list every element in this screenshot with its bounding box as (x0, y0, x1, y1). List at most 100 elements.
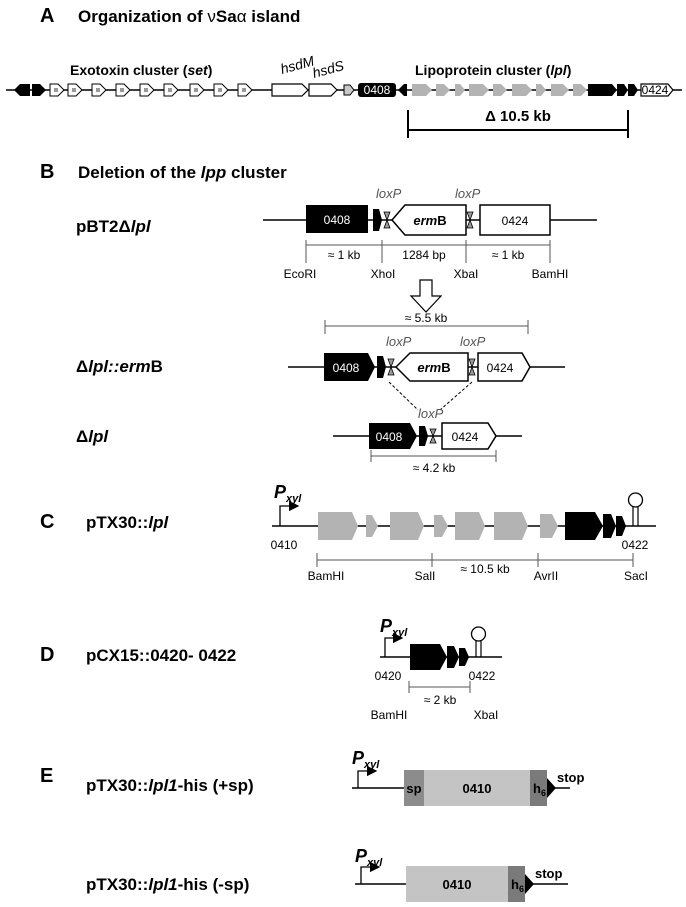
set-gene-mark (72, 88, 76, 92)
construct-ptx30-lpl-label: pTX30::lpl (86, 513, 169, 532)
e1-sp-box (404, 770, 424, 806)
dlpl-black (419, 426, 428, 446)
e2-stop-label: stop (535, 866, 563, 881)
lpl-gene-a (412, 84, 432, 96)
set-gene-mark (168, 88, 172, 92)
site-ecori: EcoRI (284, 267, 317, 281)
hsds-gene (308, 83, 338, 97)
c-span-label: ≈ 10.5 kb (460, 562, 510, 576)
pxyl-c: Pxyl (274, 482, 302, 505)
panel-b-title: Deletion of the lpp cluster (78, 163, 287, 182)
gene-0420-a (588, 84, 617, 96)
panel-b-letter: B (40, 161, 54, 183)
panel-e-letter: E (40, 765, 53, 787)
pbt2-loxp-2b (466, 218, 474, 229)
dlpl-ermb-loxp-1 (387, 358, 395, 369)
pbt2-loxp-2 (466, 211, 474, 222)
d-gene-0421 (447, 646, 459, 668)
set-gene-mark (144, 88, 148, 92)
panel-a-title: Organization of νSaα island (78, 7, 300, 26)
lpl-genes-a (412, 84, 587, 96)
pbt2-black-small (373, 209, 382, 231)
promoter-arrow-d (384, 632, 404, 657)
promoter-arrow-e1 (357, 765, 378, 788)
d-site-xbai: XbaI (474, 708, 499, 722)
dlpl-0424-label: 0424 (452, 430, 479, 444)
gene-0424-a-label: 0424 (642, 83, 669, 97)
dlpl-ermb-0408-label: 0408 (333, 361, 360, 375)
lpl-gene-a (536, 84, 546, 96)
dlpl-0408-label: 0408 (376, 430, 403, 444)
hsds-label: hsdS (311, 57, 347, 81)
e1-sp-label: sp (406, 781, 421, 796)
lpl-gene-c (540, 514, 558, 538)
dlpl-ermb-black (377, 356, 386, 378)
set-gene-mark (218, 88, 222, 92)
lpl-gene-c (434, 515, 448, 537)
pbt2-0424-label: 0424 (502, 214, 529, 228)
c-terminator-icon (627, 492, 644, 508)
dlpl-ermb-ermb (394, 352, 469, 382)
c-0410: 0410 (271, 538, 298, 552)
lpl-gene-c (455, 512, 485, 540)
d-gene-0422 (459, 648, 469, 666)
span-55-label: ≈ 5.5 kb (405, 311, 448, 325)
panel-c-letter: C (40, 511, 54, 533)
exotoxin-cluster-label: Exotoxin cluster (set) (70, 62, 212, 78)
d-gene-0420 (410, 644, 447, 670)
lpl-genes-c (318, 512, 558, 540)
construct-pbt2-label: pBT2Δlpl (76, 217, 152, 236)
loxp-label-5: loxP (418, 406, 444, 421)
dlpl-0424 (441, 422, 497, 450)
lpl-gene-c (494, 512, 528, 540)
pbt2-0408-box (306, 205, 368, 233)
pbt2-loxp-1b (383, 218, 391, 229)
construct-dlpl-label: Δlpl (76, 427, 109, 446)
dlpl-ermb-loxp-2 (468, 358, 476, 369)
e1-stop-marker (547, 778, 556, 798)
lpl-gene-a (469, 84, 489, 96)
lpl-gene-a (512, 84, 532, 96)
dist-1kb-left: ≈ 1 kb (328, 248, 361, 262)
gene-0421-a (617, 84, 628, 96)
dlpl-ermb-0408 (324, 353, 375, 381)
pbt2-ermb-gene (391, 204, 467, 236)
set-gene-mark (54, 88, 58, 92)
e1-0410-box (424, 770, 530, 806)
c-0422: 0422 (622, 538, 649, 552)
pxyl-e1: Pxyl (352, 748, 380, 771)
e2-stop-marker (525, 874, 534, 894)
loxp-label-2: loxP (455, 186, 481, 201)
gene-left-2 (32, 84, 46, 96)
pbt2-0408-label: 0408 (324, 213, 351, 227)
d-0422: 0422 (469, 669, 496, 683)
pbt2-ermb-label: ermB (413, 213, 446, 228)
d-span-label: ≈ 2 kb (424, 693, 457, 707)
panel-a-letter: A (40, 5, 54, 27)
set-gene-mark (194, 88, 198, 92)
lpl-gene-a (551, 84, 569, 96)
construct-pcx15-label: pCX15::0420- 0422 (86, 646, 236, 665)
c-gene-0421 (603, 514, 616, 538)
set-gene-mark (242, 88, 246, 92)
construct-ptx30-lpl1-sp-label: pTX30::lpl1-his (+sp) (86, 776, 254, 795)
small-gene (343, 84, 355, 96)
dlpl-loxp-b (429, 434, 437, 444)
loxp-label-4: loxP (460, 334, 486, 349)
delta-label: Δ 10.5 kb (485, 108, 551, 125)
dash-left (388, 381, 419, 411)
e1-0410-label: 0410 (463, 781, 492, 796)
pxyl-e2: Pxyl (355, 846, 383, 869)
e1-h6-label: h6 (533, 781, 546, 798)
set-gene-mark (96, 88, 100, 92)
set-genes (49, 83, 253, 97)
gene-0422-a (628, 84, 638, 96)
dash-right (439, 381, 473, 411)
lpl-gene-a (455, 84, 465, 96)
lpl-gene-c (390, 512, 424, 540)
e2-0410-label: 0410 (443, 877, 472, 892)
e1-stop-label: stop (557, 770, 585, 785)
lpl-gene-a (493, 84, 507, 96)
e2-h6-label: h6 (511, 877, 524, 894)
